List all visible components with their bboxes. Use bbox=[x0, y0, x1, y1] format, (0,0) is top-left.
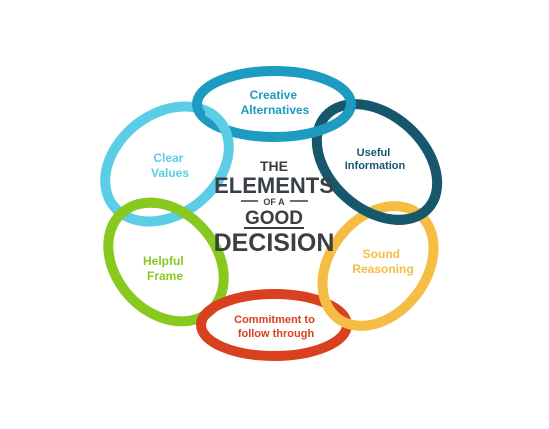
title-good: GOOD bbox=[245, 208, 303, 229]
title-the: THE bbox=[260, 158, 288, 174]
overlap-sound-reasoning bbox=[318, 300, 358, 331]
label-creative-alternatives: Creative Alternatives bbox=[241, 88, 310, 117]
ring-creative-alternatives bbox=[192, 66, 356, 142]
ring-overlaps bbox=[103, 101, 443, 331]
label-commitment: Commitment to follow through bbox=[234, 314, 318, 340]
label-clear-values: Clear Values bbox=[151, 151, 189, 180]
overlap-useful-information bbox=[395, 196, 443, 225]
label-sound-reasoning: Sound Reasoning bbox=[352, 247, 413, 276]
center-title: THE ELEMENTS OF A GOOD DECISION bbox=[214, 158, 335, 257]
title-decision: DECISION bbox=[214, 229, 335, 257]
label-helpful-frame: Helpful Frame bbox=[143, 254, 187, 283]
label-useful-information: Useful Information bbox=[345, 147, 406, 172]
title-elements: ELEMENTS bbox=[214, 173, 334, 198]
overlap-clear-values bbox=[205, 101, 234, 138]
overlap-helpful-frame bbox=[103, 197, 155, 235]
ring-labels: Creative Alternatives Useful Information… bbox=[143, 88, 414, 340]
title-of-a: OF A bbox=[263, 197, 285, 207]
